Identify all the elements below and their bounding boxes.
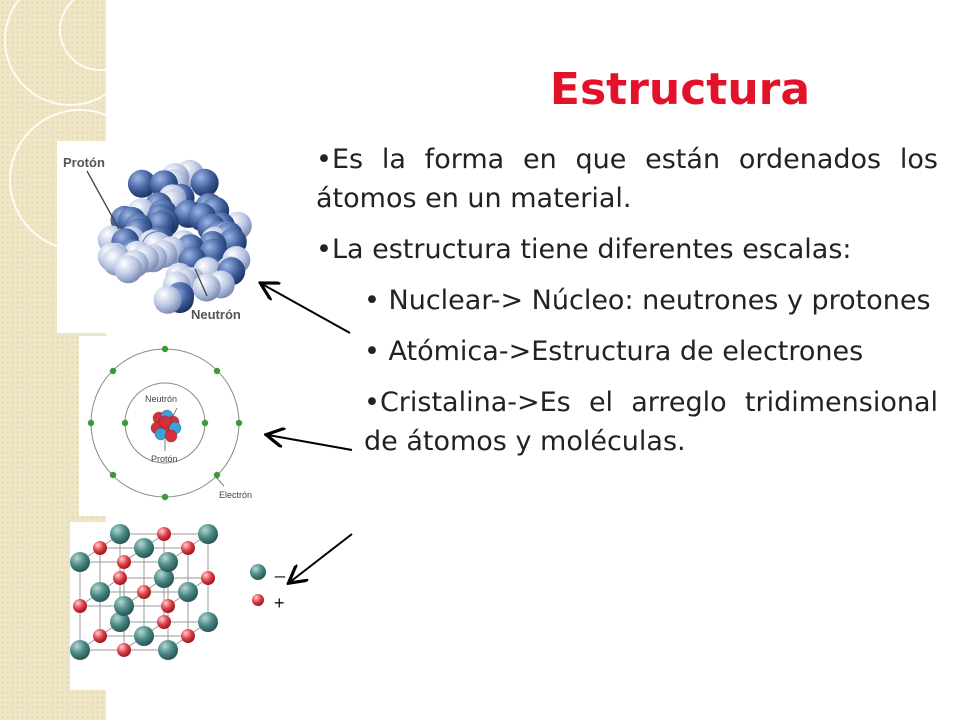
atom-illustration: Neutrón Protón Electrón xyxy=(87,345,252,501)
label-electron: Electrón xyxy=(219,490,252,500)
bullet-item-3: • Nuclear-> Núcleo: neutrones y protones xyxy=(360,281,938,320)
bullet-marker: • xyxy=(364,285,380,316)
bullet-list: •Es la forma en que están ordenados los … xyxy=(308,140,938,473)
atom-image: Neutrón Protón Electrón xyxy=(79,336,254,516)
label-proton: Protón xyxy=(63,155,105,170)
label-neutron: Neutrón xyxy=(145,394,177,404)
bullet-item-4: • Atómica->Estructura de electrones xyxy=(360,332,938,371)
bullet-marker: • xyxy=(364,387,380,418)
bullet-marker: • xyxy=(316,144,332,175)
bullet-text: Es la forma en que están ordenados los á… xyxy=(316,144,938,214)
bullet-text: La estructura tiene diferentes escalas: xyxy=(331,234,852,265)
label-proton: Protón xyxy=(151,454,178,464)
legend-plus: + xyxy=(274,593,285,613)
nucleus-illustration: Protón Neutrón xyxy=(63,155,252,322)
crystal-lattice-illustration: _ + xyxy=(70,524,286,660)
bullet-text: Cristalina->Es el arreglo tridimensional… xyxy=(364,387,938,457)
bullet-item-2: •La estructura tiene diferentes escalas: xyxy=(308,230,938,269)
legend-cation-ball xyxy=(252,594,264,606)
label-neutron: Neutrón xyxy=(191,307,241,322)
bullet-marker: • xyxy=(316,234,332,265)
bullet-text: Nuclear-> Núcleo: neutrones y protones xyxy=(388,285,931,316)
crystal-lattice-image: _ + xyxy=(70,522,300,690)
legend-anion-ball xyxy=(250,564,266,580)
bullet-marker: • xyxy=(364,336,380,367)
nucleus-image: Protón Neutrón xyxy=(57,141,255,333)
bullet-text: Atómica->Estructura de electrones xyxy=(388,336,864,367)
legend-minus: _ xyxy=(274,558,286,579)
slide-title: Estructura xyxy=(549,64,811,115)
bullet-item-1: •Es la forma en que están ordenados los … xyxy=(308,140,938,218)
bullet-item-5: •Cristalina->Es el arreglo tridimensiona… xyxy=(360,383,938,461)
